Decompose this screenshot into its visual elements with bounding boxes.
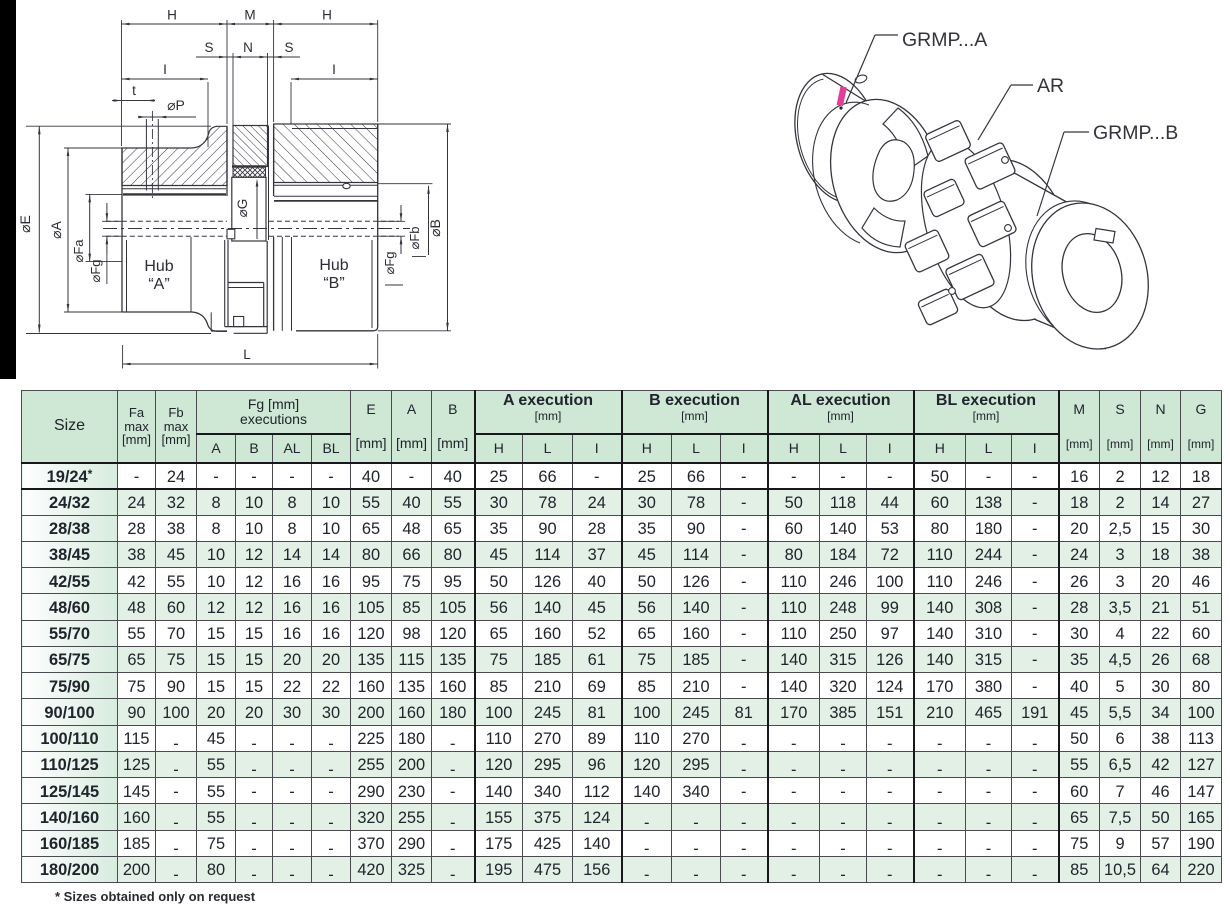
svg-text:⌀A: ⌀A xyxy=(48,220,64,238)
svg-text:H: H xyxy=(167,8,177,23)
svg-text:⌀G: ⌀G xyxy=(235,199,250,218)
svg-text:⌀Fg: ⌀Fg xyxy=(382,252,397,275)
svg-text:Hub: Hub xyxy=(319,257,348,274)
svg-text:S: S xyxy=(284,40,293,55)
svg-text:L: L xyxy=(243,347,251,362)
svg-text:GRMP...A: GRMP...A xyxy=(902,29,987,51)
svg-text:H: H xyxy=(322,8,332,23)
svg-text:⌀Fg: ⌀Fg xyxy=(88,260,103,283)
svg-text:⌀E: ⌀E xyxy=(17,215,33,233)
svg-text:⌀B: ⌀B xyxy=(427,219,443,237)
svg-text:⌀Fa: ⌀Fa xyxy=(71,239,86,263)
svg-text:⌀P: ⌀P xyxy=(167,97,185,113)
svg-text:GRMP...B: GRMP...B xyxy=(1093,122,1178,144)
svg-text:N: N xyxy=(243,40,253,55)
svg-text:t: t xyxy=(132,83,136,98)
svg-text:M: M xyxy=(244,8,255,23)
svg-text:I: I xyxy=(163,62,167,77)
svg-text:⌀Fb: ⌀Fb xyxy=(407,227,422,250)
svg-text:Hub: Hub xyxy=(144,258,173,275)
svg-text:S: S xyxy=(204,40,213,55)
svg-text:“B”: “B” xyxy=(323,275,344,292)
svg-text:I: I xyxy=(332,62,336,77)
svg-text:“A”: “A” xyxy=(148,276,169,293)
svg-text:AR: AR xyxy=(1037,75,1064,97)
